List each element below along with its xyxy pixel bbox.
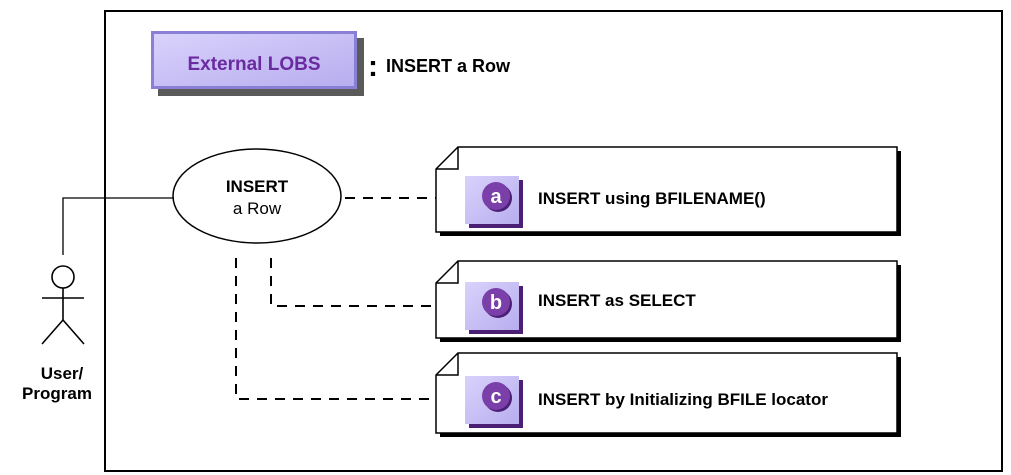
marker-c-letter: c bbox=[490, 386, 501, 408]
note-a: a INSERT using BFILENAME() bbox=[435, 146, 901, 236]
actor-figure-icon bbox=[41, 265, 85, 345]
header-badge: External LOBS bbox=[151, 31, 364, 96]
marker-c-icon: c bbox=[465, 376, 523, 428]
note-b: b INSERT as SELECT bbox=[435, 260, 901, 342]
header-badge-label: External LOBS bbox=[187, 54, 320, 75]
actor-association-line bbox=[62, 197, 174, 255]
marker-a-icon: a bbox=[465, 176, 523, 228]
note-b-label: INSERT as SELECT bbox=[538, 291, 696, 310]
note-c: c INSERT by Initializing BFILE locator bbox=[435, 352, 901, 437]
note-c-label: INSERT by Initializing BFILE locator bbox=[538, 390, 828, 409]
use-case-line2: a Row bbox=[233, 199, 282, 218]
diagram-title: INSERT a Row bbox=[386, 56, 511, 76]
header-separator: : bbox=[368, 50, 378, 83]
marker-a-letter: a bbox=[490, 186, 502, 208]
marker-b-letter: b bbox=[490, 292, 502, 314]
actor-label-line1: User/ bbox=[41, 364, 84, 383]
use-case-line1: INSERT bbox=[226, 177, 289, 196]
note-a-label: INSERT using BFILENAME() bbox=[538, 189, 766, 208]
connector-c bbox=[235, 258, 436, 400]
marker-b-icon: b bbox=[465, 282, 523, 334]
use-case-insert-a-row: INSERT a Row bbox=[172, 148, 342, 244]
actor-label-line2: Program bbox=[22, 384, 92, 403]
